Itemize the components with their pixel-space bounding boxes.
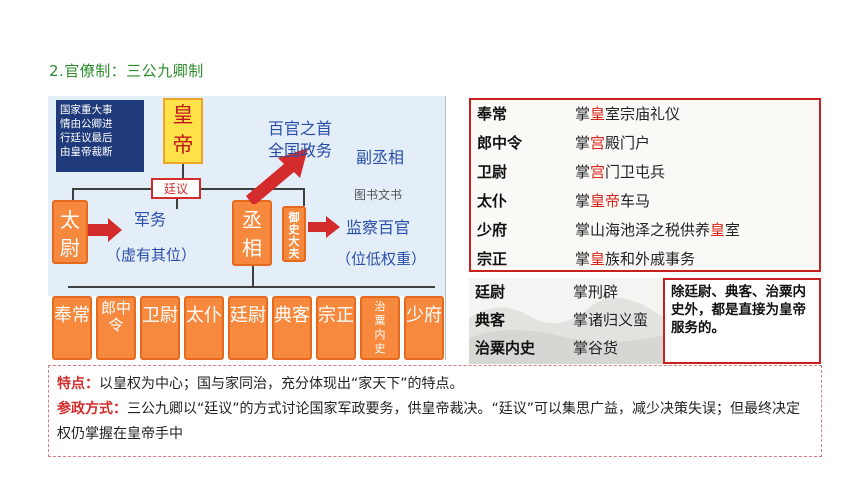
office-duty: 掌诸归义蛮 bbox=[573, 311, 649, 329]
minister-box: 典客 bbox=[272, 296, 312, 360]
minister-label: 廷尉 bbox=[230, 305, 266, 326]
low-rank-label: （位低权重） bbox=[336, 250, 427, 268]
office-duty: 掌皇帝车马 bbox=[575, 192, 651, 210]
minister-box: 廷尉 bbox=[228, 296, 268, 360]
minister-label: 少府 bbox=[406, 305, 442, 326]
method-text: 三公九卿以“廷议”的方式讨论国家军政要务，供皇帝裁决。“廷议”可以集思广益，减少… bbox=[57, 401, 801, 442]
books-documents-label: 图书文书 bbox=[354, 188, 403, 202]
office-duty: 掌皇室宗庙礼仪 bbox=[575, 105, 681, 123]
chengxiang-label: 丞相 bbox=[242, 208, 262, 260]
office-duty: 掌宫门卫屯兵 bbox=[575, 163, 666, 181]
nine-ministers-row: 奉常 郎中令 卫尉 太仆 廷尉 典客 宗正 治粟内史 少府 bbox=[48, 296, 445, 360]
chengxiang-box: 丞相 bbox=[232, 200, 272, 266]
office-name: 治粟内史 bbox=[475, 339, 536, 357]
connector-line bbox=[182, 164, 184, 178]
military-label: 军务 bbox=[134, 210, 167, 229]
office-name: 宗正 bbox=[477, 250, 508, 268]
feature-line: 特点：以皇权为中心；国与家同治，充分体现出“家天下”的特点。 bbox=[57, 372, 813, 397]
office-name: 卫尉 bbox=[477, 163, 508, 181]
office-name: 奉常 bbox=[477, 105, 508, 123]
section-title: 2.官僚制：三公九卿制 bbox=[49, 62, 204, 80]
minister-label: 郎中令 bbox=[100, 299, 131, 334]
yushi-label: 御史大夫 bbox=[288, 211, 300, 260]
ink-landscape-background bbox=[469, 297, 669, 364]
summary-note: 特点：以皇权为中心；国与家同治，充分体现出“家天下”的特点。 参政方式：三公九卿… bbox=[48, 365, 822, 457]
office-duty: 掌宫殿门户 bbox=[575, 134, 651, 152]
feature-label: 特点： bbox=[57, 376, 99, 392]
minister-box: 宗正 bbox=[316, 296, 356, 360]
office-name: 郎中令 bbox=[477, 134, 523, 152]
feature-text: 以皇权为中心；国与家同治，充分体现出“家天下”的特点。 bbox=[99, 376, 464, 392]
connector-line bbox=[68, 286, 435, 288]
taiwei-label: 太尉 bbox=[60, 208, 80, 260]
minister-box: 治粟内史 bbox=[360, 296, 400, 360]
yushi-box: 御史大夫 bbox=[282, 206, 306, 262]
emperor-box: 皇帝 bbox=[163, 98, 203, 164]
up-right-arrow-icon bbox=[246, 148, 308, 204]
tingyi-box: 廷议 bbox=[151, 178, 201, 199]
chancellor-duties: 百官之首 全国政务 bbox=[268, 119, 333, 160]
chancellor-description: 百官之首 全国政务 bbox=[268, 96, 332, 162]
connector-line bbox=[303, 188, 305, 206]
right-arrow-icon bbox=[308, 216, 340, 238]
supervise-label: 监察百官 bbox=[346, 218, 411, 237]
office-duty: 掌刑辟 bbox=[573, 283, 619, 301]
minister-label: 卫尉 bbox=[142, 305, 178, 326]
method-label: 参政方式： bbox=[57, 401, 127, 417]
taiwei-box: 太尉 bbox=[52, 200, 88, 264]
office-duty: 掌皇族和外戚事务 bbox=[575, 250, 696, 268]
minister-box: 太仆 bbox=[184, 296, 224, 360]
deputy-chancellor-label: 副丞相 bbox=[356, 148, 405, 167]
office-name: 典客 bbox=[475, 311, 506, 329]
office-name: 廷尉 bbox=[475, 283, 506, 301]
connector-line bbox=[72, 188, 74, 200]
minister-box: 卫尉 bbox=[140, 296, 180, 360]
office-name: 太仆 bbox=[477, 192, 508, 210]
method-line: 参政方式：三公九卿以“廷议”的方式讨论国家军政要务，供皇帝裁决。“廷议”可以集思… bbox=[57, 397, 813, 447]
bureaucracy-diagram: 国家重大事 情由公卿进 行廷议最后 由皇帝裁断 皇帝 廷议 太尉 军务 （虚有其… bbox=[48, 96, 446, 360]
minister-label: 太仆 bbox=[186, 305, 222, 326]
office-name: 少府 bbox=[477, 221, 508, 239]
connector-line bbox=[176, 199, 178, 209]
connector-line bbox=[72, 188, 151, 190]
office-duty: 掌山海池泽之税供养皇室 bbox=[575, 221, 741, 239]
ministers-duties-panel: 奉常 掌皇室宗庙礼仪 郎中令 掌宫殿门户 卫尉 掌宫门卫屯兵 太仆 掌皇帝车马 … bbox=[469, 98, 821, 364]
court-discussion-note: 国家重大事 情由公卿进 行廷议最后 由皇帝裁断 bbox=[56, 100, 144, 172]
connector-line bbox=[252, 266, 254, 288]
minister-label: 治粟内史 bbox=[374, 300, 386, 355]
nominal-label: （虚有其位） bbox=[106, 246, 197, 264]
minister-box: 郎中令 bbox=[96, 296, 136, 360]
office-duty: 掌谷货 bbox=[573, 339, 619, 357]
direct-service-note: 除廷尉、典客、治粟内史外，都是直接为皇帝服务的。 bbox=[663, 278, 821, 364]
minister-label: 典客 bbox=[274, 305, 310, 326]
minister-label: 宗正 bbox=[318, 305, 354, 326]
minister-box: 少府 bbox=[404, 296, 444, 360]
other-ministers-table: 廷尉 掌刑辟 典客 掌诸归义蛮 治粟内史 掌谷货 除廷尉、典客、治粟内史外，都是… bbox=[469, 278, 821, 364]
minister-label: 奉常 bbox=[54, 305, 90, 326]
duties-table: 奉常 掌皇室宗庙礼仪 郎中令 掌宫殿门户 卫尉 掌宫门卫屯兵 太仆 掌皇帝车马 … bbox=[469, 98, 821, 272]
right-arrow-icon bbox=[88, 218, 122, 242]
minister-box: 奉常 bbox=[52, 296, 92, 360]
